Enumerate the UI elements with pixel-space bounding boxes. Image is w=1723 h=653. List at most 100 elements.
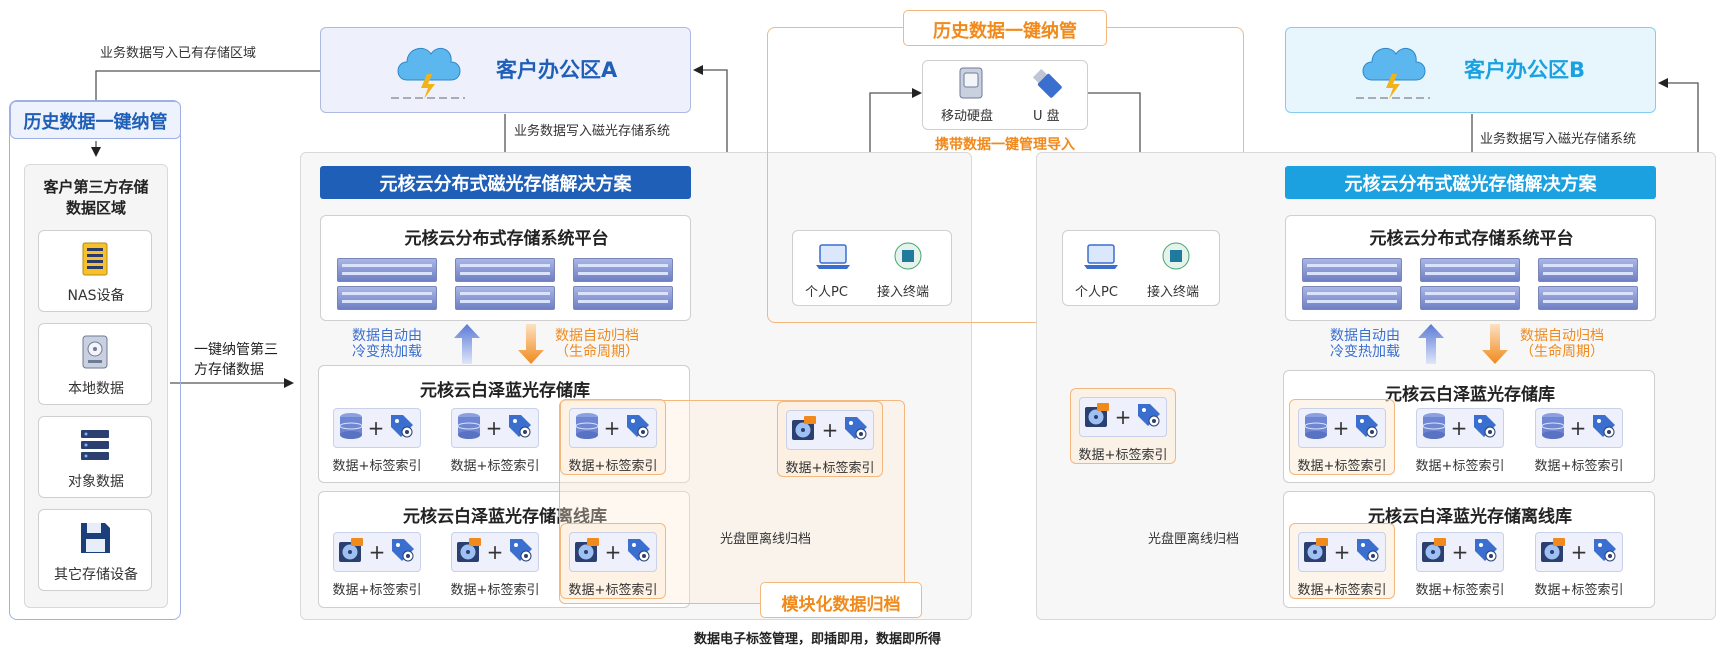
- footer-note: 数据电子标签管理，即插即用，数据即所得: [694, 632, 942, 647]
- cell-label: 数据+标签索引: [1078, 448, 1168, 463]
- sys-b-down-label: 数据自动归档 （生命周期）: [1520, 328, 1604, 360]
- plus-sign: +: [368, 540, 386, 564]
- portable-drive-icon: [959, 67, 983, 99]
- floppy-disk-icon: [81, 523, 110, 553]
- plus-sign: +: [821, 418, 839, 442]
- storage-cell: +: [451, 408, 539, 448]
- up-arrow-icon: [1418, 324, 1444, 364]
- cell-label: 数据+标签索引: [450, 459, 540, 474]
- modular-title-box: [760, 582, 922, 618]
- device-card-local: 本地数据: [38, 323, 152, 405]
- office-b-title: 客户办公区B: [1464, 58, 1586, 82]
- storage-cell: +: [1535, 408, 1623, 448]
- database-icon: [339, 413, 363, 439]
- usb-label: U 盘: [1033, 109, 1060, 124]
- import-label: 携带数据一键管理导入: [935, 137, 1075, 153]
- sys-b-up-label: 数据自动由 冷变热加载: [1330, 328, 1400, 360]
- office-b-box: 客户办公区B: [1285, 27, 1656, 113]
- tag-index-icon: [1357, 539, 1380, 562]
- server-rack-icon: [1420, 258, 1520, 282]
- server-rack-icon: [455, 286, 555, 310]
- cloud-lightning-icon: [391, 47, 465, 99]
- office-a-box: 客户办公区A: [320, 27, 691, 113]
- laptop-icon: [1084, 244, 1118, 269]
- plus-sign: +: [603, 416, 621, 440]
- wire-left-to-office-a: [95, 70, 320, 100]
- plus-sign: +: [1570, 540, 1588, 564]
- tag-index-icon: [392, 539, 415, 562]
- cell-label: 数据+标签索引: [450, 583, 540, 598]
- optical-disc-icon: [338, 538, 363, 562]
- tag-index-icon: [1356, 415, 1379, 438]
- center-title: 历史数据一键纳管: [933, 21, 1077, 42]
- tag-index-icon: [510, 539, 533, 562]
- cell-label: 数据+标签索引: [1415, 459, 1505, 474]
- cell-label: 数据+标签索引: [1415, 583, 1505, 598]
- plus-sign: +: [486, 540, 504, 564]
- third-party-store-title: 客户第三方存储 数据区域: [43, 178, 149, 217]
- pc-label-b: 个人PC: [1075, 285, 1118, 300]
- offline-a-title: 元核云白泽蓝光存储离线库: [403, 507, 607, 527]
- left-title: 历史数据一键纳管: [23, 112, 168, 133]
- access-terminal-icon: [894, 242, 922, 270]
- tag-index-icon: [628, 539, 651, 562]
- cell-label: 数据+标签索引: [332, 459, 422, 474]
- center-title-box: [903, 10, 1107, 46]
- device-label-nas: NAS设备: [67, 288, 125, 304]
- terminal-label: 接入终端: [877, 285, 930, 300]
- sys-a-up-label: 数据自动由 冷变热加载: [352, 328, 422, 360]
- platform-a-title: 元核云分布式存储系统平台: [404, 229, 609, 249]
- tag-index-icon: [1138, 404, 1161, 427]
- sys-b-offline-arrow-label: 光盘匣离线归档: [1148, 532, 1240, 547]
- mobile-devices-box: 移动硬盘 U 盘: [922, 60, 1088, 130]
- left-title-box: [10, 101, 181, 139]
- optical-disc-icon: [1303, 538, 1328, 562]
- optical-disc-icon: [456, 538, 481, 562]
- optical-disc-icon: [1084, 403, 1109, 427]
- database-icon: [457, 413, 481, 439]
- tag-index-icon: [845, 417, 868, 440]
- nas-server-icon: [82, 242, 108, 276]
- server-rack-icon: [337, 258, 437, 282]
- device-label-local: 本地数据: [68, 381, 124, 397]
- platform-b-title: 元核云分布式存储系统平台: [1369, 229, 1574, 249]
- cell-label: 数据+标签索引: [1534, 583, 1624, 598]
- database-icon: [1304, 413, 1328, 439]
- laptop-icon: [816, 244, 850, 269]
- sys-a-down-label: 数据自动归档 （生命周期）: [555, 328, 639, 360]
- tag-index-icon: [1593, 415, 1616, 438]
- office-a-write-label: 业务数据写入磁光存储系统: [514, 124, 671, 139]
- server-rack-icon: [1302, 286, 1402, 310]
- down-arrow-icon: [1482, 324, 1508, 364]
- optical-disc-icon: [1421, 538, 1446, 562]
- server-rack-icon: [1538, 258, 1638, 282]
- server-rack-icon: [337, 286, 437, 310]
- lib-b-title: 元核云白泽蓝光存储库: [1385, 385, 1555, 405]
- device-label-other: 其它存储设备: [54, 567, 138, 583]
- office-a-title: 客户办公区A: [496, 58, 618, 82]
- cloud-lightning-icon: [1356, 47, 1430, 99]
- plus-sign: +: [1114, 405, 1132, 429]
- database-icon: [1422, 413, 1446, 439]
- left-frame: [9, 100, 181, 620]
- storage-cell: +: [451, 532, 539, 572]
- cell-label: 数据+标签索引: [1297, 459, 1387, 474]
- object-storage-icon: [81, 430, 109, 460]
- cell-label: 数据+标签索引: [568, 459, 658, 474]
- plus-sign: +: [367, 416, 385, 440]
- tag-index-icon: [1474, 415, 1497, 438]
- cell-label: 数据+标签索引: [332, 583, 422, 598]
- server-rack-icon: [1302, 258, 1402, 282]
- storage-cell: +: [1416, 532, 1504, 572]
- storage-cell: +: [333, 532, 421, 572]
- modular-title: 模块化数据归档: [781, 595, 901, 615]
- pc-label: 个人PC: [805, 285, 848, 300]
- system-b-banner: 元核云分布式磁光存储解决方案: [1285, 166, 1656, 199]
- database-icon: [1541, 413, 1565, 439]
- server-rack-icon: [573, 258, 673, 282]
- plus-sign: +: [485, 416, 503, 440]
- sys-a-offline-arrow-label: 光盘匣离线归档: [720, 532, 812, 547]
- storage-cell: +: [1079, 397, 1167, 437]
- cell-label: 数据+标签索引: [785, 461, 875, 476]
- down-arrow-icon: [518, 324, 544, 364]
